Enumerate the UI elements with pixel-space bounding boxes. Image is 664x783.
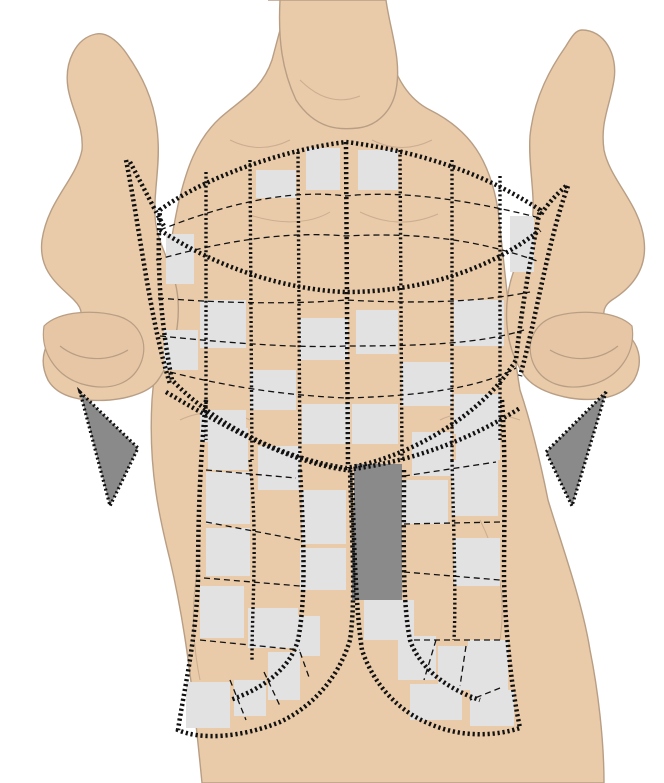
grid-cell (438, 646, 468, 690)
right-triangle (546, 392, 606, 506)
grid-cell (410, 684, 462, 720)
grid-cell (356, 310, 398, 354)
grid-cell (186, 682, 230, 728)
left-triangle (80, 392, 138, 506)
dark-graft-cell (354, 464, 402, 544)
grid-cell (306, 148, 340, 190)
grid-cell (300, 548, 346, 590)
grid-cell (352, 404, 398, 444)
grid-cell (468, 640, 508, 690)
grid-cell (402, 480, 448, 524)
grid-cell (248, 608, 298, 648)
grid-cell (302, 404, 350, 444)
grid-cell (250, 370, 296, 410)
grid-cell (454, 538, 500, 586)
grid-cell (398, 636, 436, 680)
grid-cell (200, 586, 244, 638)
grid-cell (302, 490, 346, 544)
grid-cell (454, 300, 504, 346)
grid-cell (206, 528, 250, 576)
grid-cell (256, 170, 296, 198)
grid-cell (206, 472, 250, 524)
body-silhouette (42, 0, 645, 783)
grid-cell (258, 446, 300, 490)
grid-cell (300, 318, 348, 360)
grid-cell (470, 690, 514, 726)
grid-cell (452, 460, 498, 516)
grid-cell (358, 150, 398, 190)
grid-cell (402, 362, 452, 406)
grid-cell (166, 234, 194, 284)
dark-graft-cell (352, 544, 402, 600)
